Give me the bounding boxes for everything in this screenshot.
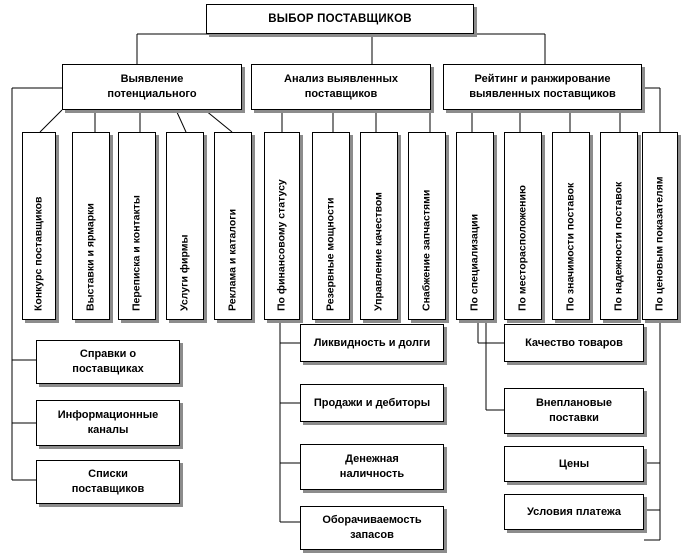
vertical-box-correspondence: Переписка и контакты (118, 132, 156, 320)
vertical-box-spare-parts: Снабжение запчастями (408, 132, 446, 320)
vertical-box-specialization: По специализации (456, 132, 494, 320)
vertical-label: Резервные мощности (324, 197, 337, 311)
vertical-box-location: По месторасположению (504, 132, 542, 320)
group-identify-box: Выявление потенциального (62, 64, 242, 110)
vertical-label: Услуги фирмы (178, 234, 191, 311)
vertical-box-contest: Конкурс поставщиков (22, 132, 56, 320)
vertical-box-price-indicators: По ценовым показателям (642, 132, 678, 320)
vertical-box-advertising: Реклама и каталоги (214, 132, 252, 320)
vertical-label: По финансовому статусу (275, 179, 288, 311)
vertical-label: Реклама и каталоги (226, 208, 239, 311)
goods-quality-box: Качество товаров (504, 324, 644, 362)
payment-terms-box: Условия платежа (504, 494, 644, 530)
vertical-box-delivery-reliability: По надежности поставок (600, 132, 638, 320)
vertical-box-delivery-significance: По значимости поставок (552, 132, 590, 320)
unplanned-deliveries-box: Внеплановые поставки (504, 388, 644, 434)
vertical-box-reserve-capacity: Резервные мощности (312, 132, 350, 320)
vertical-label: Выставки и ярмарки (84, 203, 97, 311)
information-channels-box: Информационные каналы (36, 400, 180, 446)
vertical-label: Переписка и контакты (130, 195, 143, 311)
root-title-box: ВЫБОР ПОСТАВЩИКОВ (206, 4, 474, 34)
cash-box: Денежная наличность (300, 444, 444, 490)
group-analysis-box: Анализ выявленных поставщиков (251, 64, 431, 110)
vertical-label: Конкурс поставщиков (32, 196, 45, 312)
inventory-turnover-box: Оборачиваемость запасов (300, 506, 444, 550)
sales-debtors-box: Продажи и дебиторы (300, 384, 444, 422)
vertical-label: По ценовым показателям (653, 176, 666, 311)
vertical-box-services: Услуги фирмы (166, 132, 204, 320)
vertical-box-quality-management: Управление качеством (360, 132, 398, 320)
vertical-label: Управление качеством (372, 192, 385, 311)
vertical-label: Снабжение запчастями (420, 189, 433, 311)
prices-box: Цены (504, 446, 644, 482)
vertical-label: По значимости поставок (564, 182, 577, 311)
vertical-box-exhibitions: Выставки и ярмарки (72, 132, 110, 320)
vertical-box-financial-status: По финансовому статусу (264, 132, 300, 320)
supplier-lists-box: Списки поставщиков (36, 460, 180, 504)
liquidity-debts-box: Ликвидность и долги (300, 324, 444, 362)
vertical-label: По специализации (468, 213, 481, 311)
vertical-label: По месторасположению (516, 185, 529, 311)
vertical-label: По надежности поставок (612, 181, 625, 311)
supplier-references-box: Справки о поставщиках (36, 340, 180, 384)
group-rating-box: Рейтинг и ранжирование выявленных постав… (443, 64, 642, 110)
